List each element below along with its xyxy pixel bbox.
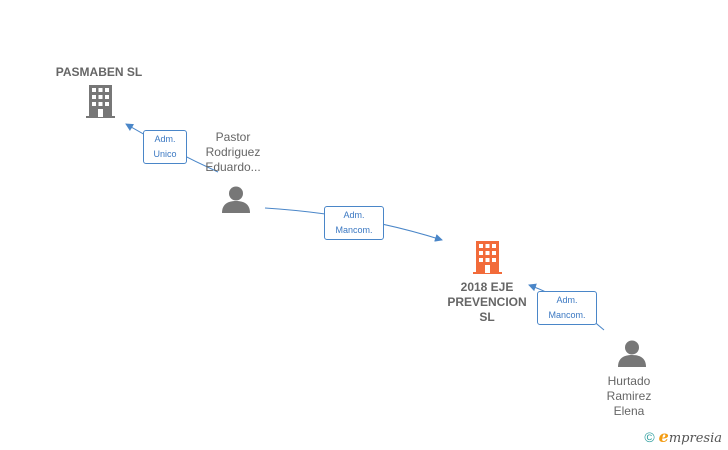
building-icon [473,241,502,274]
person-icon [618,340,646,367]
role-badge-adm-mancom: Adm. Mancom. [324,206,384,240]
brand-footer: ©empresia [644,427,722,446]
brand-logo-text: mpresia [668,431,722,446]
role-line: Mancom. [335,225,373,235]
person-icon [222,186,250,213]
company-label-pasmaben[interactable]: PASMABEN SL [40,65,158,80]
brand-logo-initial: e [658,427,669,446]
company-name-line: SL [479,310,495,324]
role-badge-adm-unico: Adm. Unico [143,130,187,164]
role-line: Adm. [556,295,578,305]
person-name-line: Elena [613,404,645,418]
company-name-line: PREVENCION [447,295,527,309]
company-name: PASMABEN SL [55,65,143,79]
person-label-pastor[interactable]: Pastor Rodriguez Eduardo... [188,130,278,175]
role-line: Adm. [343,210,365,220]
person-name-line: Hurtado [607,374,651,388]
company-name-line: 2018 EJE [460,280,514,294]
copyright-icon: © [644,429,655,445]
role-line: Adm. [154,134,176,144]
person-name-line: Eduardo... [205,160,261,174]
role-badge-adm-mancom: Adm. Mancom. [537,291,597,325]
role-line: Unico [153,149,177,159]
person-name-line: Ramirez [606,389,652,403]
person-name-line: Rodriguez [205,145,261,159]
building-icon [86,85,115,118]
person-label-hurtado[interactable]: Hurtado Ramirez Elena [584,374,674,419]
role-line: Mancom. [548,310,586,320]
company-label-eje[interactable]: 2018 EJE PREVENCION SL [427,280,547,325]
person-name-line: Pastor [215,130,251,144]
